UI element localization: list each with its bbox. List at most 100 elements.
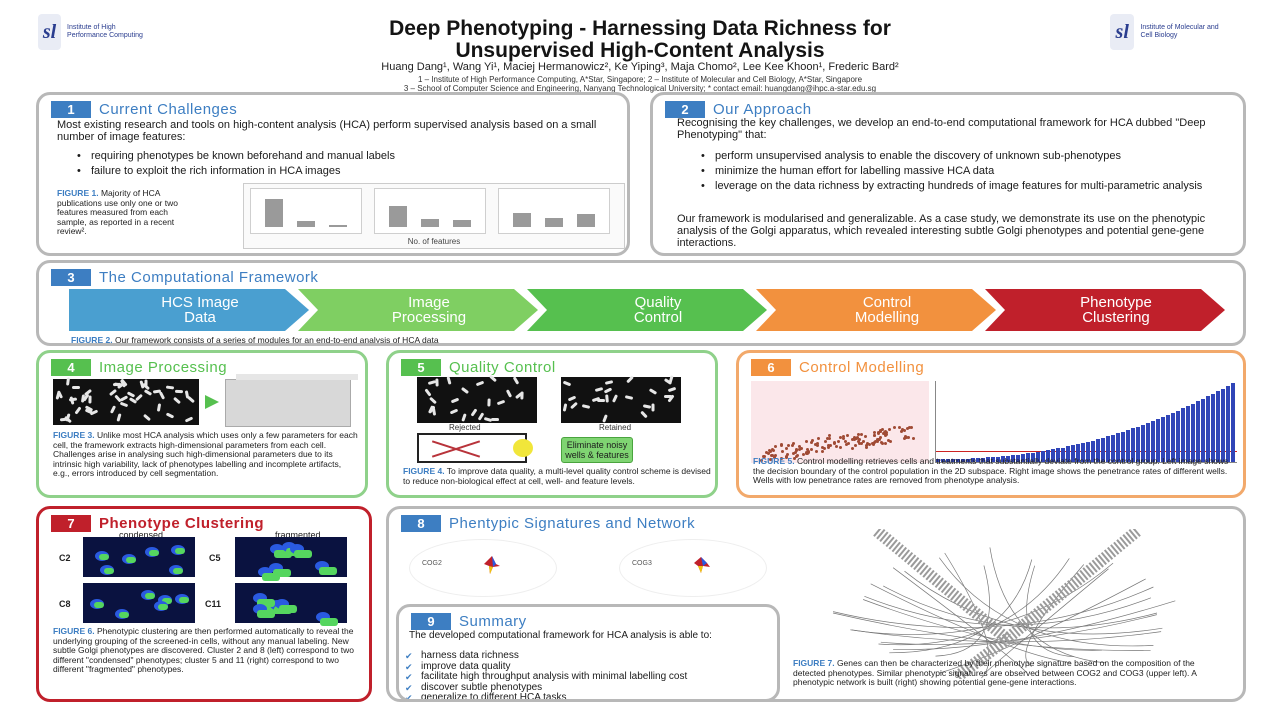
- chart-bar: [513, 213, 531, 227]
- golgi-mark: [294, 550, 312, 558]
- penetrance-bar: [1171, 413, 1175, 462]
- nucleus-mark: [253, 593, 267, 603]
- scatter-point: [774, 454, 777, 457]
- section-number: 2: [665, 101, 705, 118]
- cell-mark: [626, 375, 634, 384]
- scatter-point: [793, 457, 796, 460]
- cell-mark: [449, 408, 459, 415]
- cell-mark: [64, 415, 72, 424]
- penetrance-bar: [1156, 419, 1160, 462]
- cell-mark: [664, 395, 672, 398]
- scatter-point: [771, 454, 774, 457]
- scatter-point: [791, 444, 794, 447]
- title-line-1: Deep Phenotyping - Harnessing Data Richn…: [389, 17, 891, 40]
- network-edge: [935, 565, 990, 657]
- figure-3-caption: FIGURE 3. Unlike most HCA analysis which…: [53, 430, 359, 479]
- panel-our-approach: 2 Our Approach Recognising the key chall…: [650, 92, 1246, 256]
- section-title: Quality Control: [449, 359, 556, 376]
- cell-image: [53, 377, 199, 425]
- section-number: 4: [51, 359, 91, 376]
- penetrance-bar: [1206, 396, 1210, 462]
- penetrance-bar: [1031, 453, 1035, 462]
- cell-mark: [570, 401, 578, 410]
- figure-label: FIGURE 7.: [793, 658, 835, 668]
- cell-mark: [450, 397, 460, 404]
- scatter-point: [816, 442, 819, 445]
- scatter-point: [876, 438, 879, 441]
- penetrance-bar: [1101, 438, 1105, 462]
- scatter-point: [842, 435, 845, 438]
- figure-label: FIGURE 6.: [53, 626, 95, 636]
- cell-mark: [520, 391, 524, 400]
- scatter-point: [814, 443, 817, 446]
- penetrance-bar: [1131, 428, 1135, 462]
- golgi-mark: [279, 605, 297, 613]
- scatter-point: [805, 440, 808, 443]
- approach-outro: Our framework is modularised and general…: [677, 213, 1206, 249]
- section-number: 6: [751, 359, 791, 376]
- penetrance-bar: [951, 459, 955, 462]
- figure-4-caption: FIGURE 4. To improve data quality, a mul…: [403, 466, 713, 486]
- gene-label: COG2: [422, 560, 442, 567]
- golgi-mark: [162, 598, 172, 604]
- figure-text: Our framework consists of a series of mo…: [114, 335, 439, 345]
- penetrance-bar: [1201, 399, 1205, 462]
- scatter-point: [773, 456, 776, 459]
- cell-mark: [475, 380, 485, 387]
- cell-mark: [505, 389, 513, 398]
- scatter-point: [860, 442, 863, 445]
- scatter-point: [817, 437, 820, 440]
- penetrance-bar: [976, 458, 980, 462]
- scatter-point: [847, 442, 850, 445]
- figure-label: FIGURE 2.: [71, 335, 113, 345]
- cell-mark: [461, 413, 467, 422]
- nucleus-mark: [290, 544, 304, 554]
- golgi-mark: [99, 554, 109, 560]
- list-item: perform unsupervised analysis to enable …: [673, 150, 1233, 162]
- figure-6-caption: FIGURE 6. Phenotypic clustering are then…: [53, 626, 367, 675]
- figure-2-caption: FIGURE 2. Our framework consists of a se…: [71, 335, 439, 345]
- institute-logo-icon: sl: [1110, 14, 1135, 50]
- section-title: Current Challenges: [99, 101, 238, 118]
- network-edge: [892, 567, 1028, 673]
- penetrance-bar: [1096, 439, 1100, 462]
- logo-right: sl Institute of Molecular and Cell Biolo…: [1110, 14, 1220, 50]
- cell-mark: [603, 387, 613, 394]
- scatter-point: [829, 444, 832, 447]
- penetrance-bar: [1041, 451, 1045, 462]
- cell-mark: [611, 394, 619, 403]
- scatter-point: [824, 440, 827, 443]
- scatter-point: [806, 452, 809, 455]
- scatter-point: [858, 442, 861, 445]
- scatter-point: [833, 442, 836, 445]
- network-edge: [939, 557, 1154, 647]
- penetrance-bar: [936, 459, 940, 462]
- scatter-point: [767, 452, 770, 455]
- penetrance-bar: [1086, 442, 1090, 462]
- scatter-point: [842, 437, 845, 440]
- penetrance-bar: [946, 459, 950, 462]
- scatter-point: [889, 440, 892, 443]
- penetrance-bar: [1051, 449, 1055, 462]
- scatter-point: [823, 447, 826, 450]
- network-edge: [904, 570, 1163, 635]
- scatter-point: [893, 426, 896, 429]
- penetrance-bar: [1016, 455, 1020, 462]
- scatter-point: [811, 439, 814, 442]
- scatter-point: [862, 440, 865, 443]
- penetrance-bar: [1106, 436, 1110, 462]
- scatter-point: [873, 434, 876, 437]
- cell-mark: [446, 376, 452, 385]
- cell-mark: [648, 388, 658, 395]
- mini-chart: [374, 188, 486, 234]
- scatter-point: [760, 459, 763, 462]
- cell-mark: [460, 386, 470, 395]
- scatter-point: [835, 445, 838, 448]
- nucleus-mark: [275, 599, 289, 609]
- affiliation-2: 3 – School of Computer Science and Engin…: [403, 84, 877, 93]
- scatter-point: [872, 443, 875, 446]
- scatter-point: [839, 446, 842, 449]
- scatter-point: [898, 426, 901, 429]
